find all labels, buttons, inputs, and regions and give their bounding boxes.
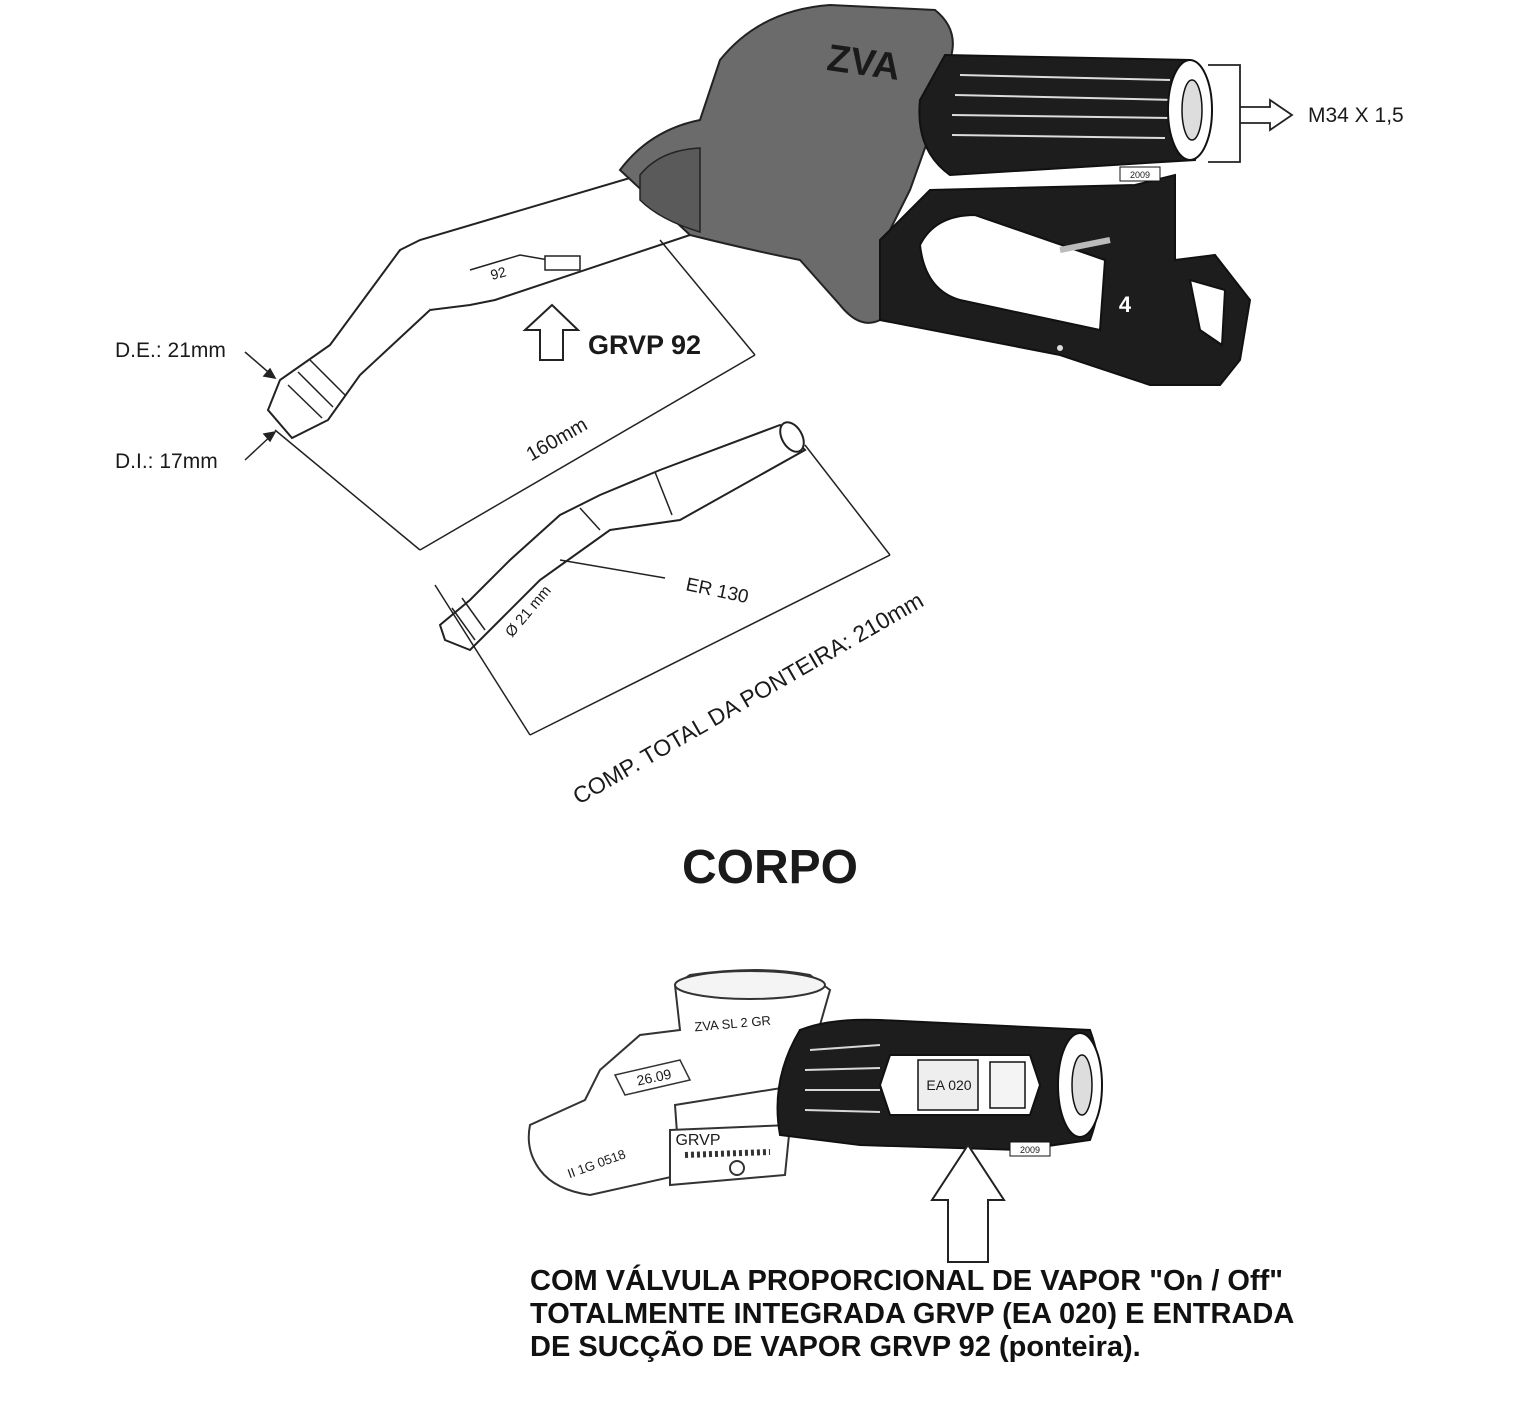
nozzle-figure: ZVA 2009 4 92 M34 X 1,5 GRVP 92 D.E.: 21… [115,3,1404,810]
inner-diameter-label: D.I.: 17mm [115,450,218,473]
valve-cartridge [878,1054,1042,1116]
model-label: ZVA SL 2 GR [694,1013,772,1035]
body-grip-tag: 2009 [1020,1145,1040,1155]
thread-bracket [1208,64,1294,163]
dimension-160mm [274,239,756,551]
section-title: CORPO [681,841,858,894]
valve-label: EA 020 [926,1077,971,1093]
er130-leader [559,559,666,579]
length-160-label: 160mm [523,414,592,466]
lever-number: 4 [1119,292,1132,317]
grvp-stamp: GRVP [675,1132,720,1149]
diameter-leaders [244,351,277,461]
spout-model-label: ER 130 [684,574,750,608]
body-description: COM VÁLVULA PROPORCIONAL DE VAPOR "On / … [530,1265,1294,1363]
grvp-label: GRVP 92 [588,330,701,360]
thread-label: M34 X 1,5 [1308,104,1404,127]
nozzle-grip [918,53,1213,177]
spout-detail [438,421,807,652]
spout-upper [266,173,692,440]
grvp-up-arrow [522,303,581,361]
nozzle-lever-guard [879,166,1252,386]
grip-tag: 2009 [1130,170,1150,180]
body-figure: ZVA SL 2 GR 26.09 II 1G 0518 GRVP EA 020… [527,969,1103,1263]
dimension-210mm [434,444,891,736]
date-tag: 26.09 [635,1066,673,1089]
valve-up-arrow [930,1143,1006,1263]
body-housing [527,969,832,1197]
outer-diameter-label: D.E.: 21mm [115,339,226,362]
body-grip [776,1018,1103,1157]
nozzle-body [618,3,954,324]
brand-emboss: ZVA [825,37,903,89]
total-length-label: COMP. TOTAL DA PONTEIRA: 210mm [568,587,927,810]
spout-mark: 92 [489,263,508,283]
